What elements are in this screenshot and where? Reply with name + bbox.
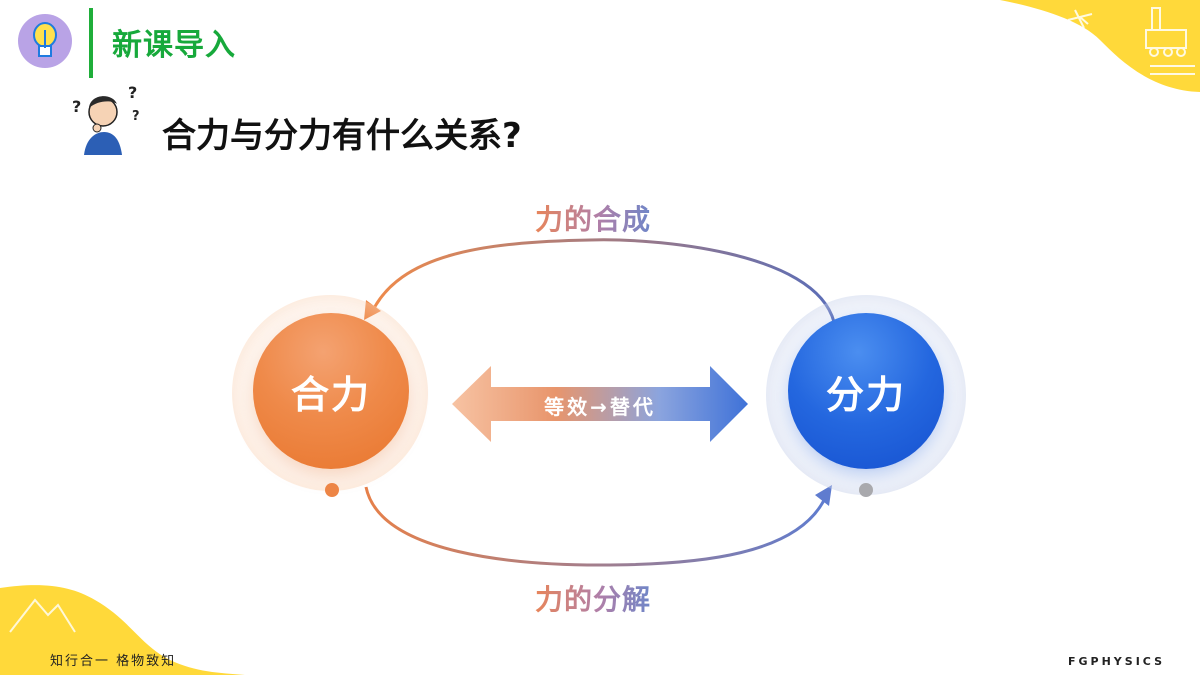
svg-text:?: ? bbox=[128, 83, 137, 102]
equivalence-double-arrow bbox=[452, 366, 748, 442]
decomposition-arrowhead bbox=[815, 485, 832, 506]
lightbulb-icon bbox=[18, 14, 72, 68]
thinking-person-icon: ? ? ? bbox=[72, 83, 140, 155]
resultant-anchor-dot bbox=[325, 483, 339, 497]
corner-decoration-top-right bbox=[1000, 0, 1200, 92]
svg-text:?: ? bbox=[132, 109, 140, 124]
brand-label: FGPHYSICS bbox=[1068, 655, 1165, 668]
mountain-icon bbox=[9, 598, 76, 633]
synthesis-arrow bbox=[370, 238, 836, 323]
footer-motto: 知行合一 格物致知 bbox=[50, 654, 177, 669]
component-anchor-dot bbox=[859, 483, 873, 497]
synthesis-arrowhead bbox=[364, 300, 381, 320]
section-title: 新课导入 bbox=[112, 28, 236, 63]
corner-decoration-bottom-left bbox=[0, 585, 245, 675]
decomposition-arrow bbox=[364, 486, 828, 567]
component-force-node: 分力 bbox=[788, 313, 944, 469]
synthesis-label: 力的合成 bbox=[535, 198, 651, 238]
svg-text:?: ? bbox=[72, 97, 81, 116]
decomposition-label: 力的分解 bbox=[535, 578, 651, 618]
resultant-force-node: 合力 bbox=[253, 313, 409, 469]
title-accent-bar bbox=[89, 8, 93, 78]
train-icon bbox=[1145, 7, 1195, 75]
question-heading: 合力与分力有什么关系? bbox=[162, 116, 522, 156]
equivalence-label: 等效→替代 bbox=[544, 395, 656, 419]
airplane-icon bbox=[1067, 9, 1093, 29]
